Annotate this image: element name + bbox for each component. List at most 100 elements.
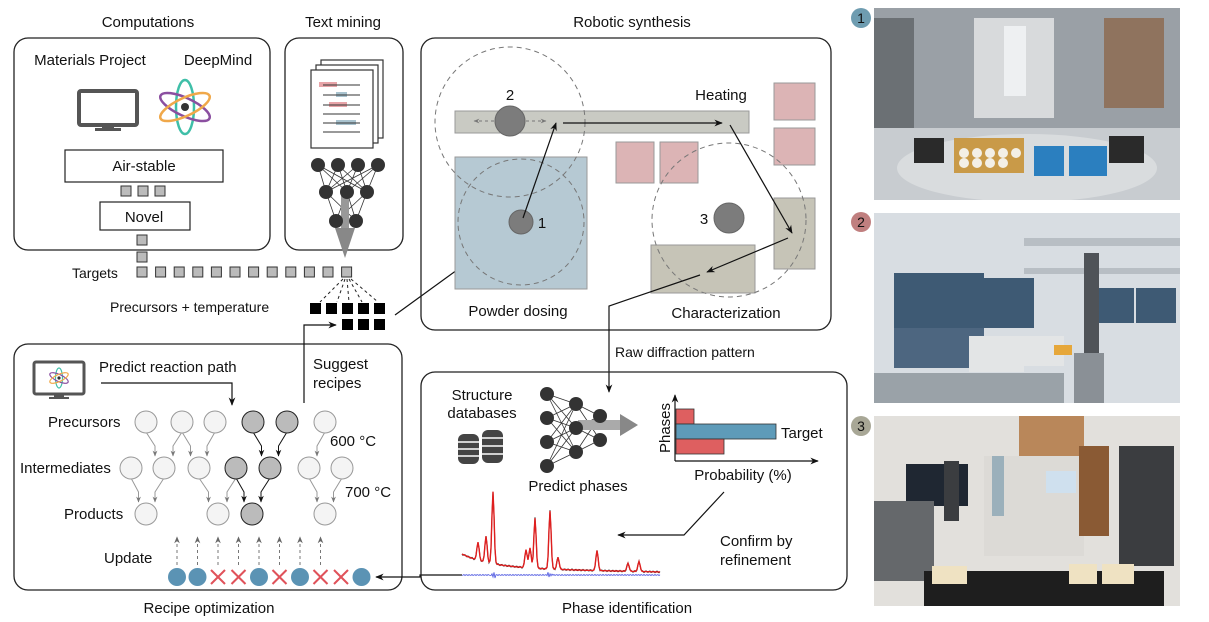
furnaces: [615, 82, 816, 184]
phase-probability-chart: Phases Probability (%) Target: [657, 394, 824, 484]
network-node: [593, 433, 607, 447]
predict-path-arrow: [101, 382, 236, 406]
targets-label: Targets: [72, 265, 118, 281]
suggest-recipes-arrow: [303, 321, 337, 403]
target-square: [266, 266, 278, 278]
precursor-fan-lines: [319, 278, 379, 303]
heating-photo: [874, 213, 1180, 403]
candidate-squares: [120, 185, 166, 197]
reaction-edge: [252, 431, 265, 457]
photo-characterization: [874, 416, 1180, 606]
phase-bar: [675, 423, 777, 440]
xrd-difference-line: [461, 572, 661, 579]
reaction-node: [330, 456, 354, 480]
network-node: [540, 435, 554, 449]
xrd-calculated-line: [461, 491, 660, 573]
network-node: [569, 397, 583, 411]
network-edge: [325, 164, 379, 193]
target-square: [303, 266, 315, 278]
failure-marker: [210, 569, 226, 585]
target-square: [341, 266, 353, 278]
reaction-node: [152, 456, 176, 480]
phases-axis-label: Phases: [657, 403, 674, 453]
failure-marker: [230, 569, 247, 585]
recipe-optimization-panel: [13, 343, 403, 591]
photo-1-badge-number: 1: [857, 10, 865, 26]
photo-3-badge-number: 3: [857, 418, 865, 434]
robot-2-label: 2: [506, 87, 514, 104]
robot-1-label: 1: [538, 215, 546, 232]
confirm-arrow: [617, 491, 725, 539]
reaction-node: [203, 410, 227, 434]
reaction-node: [170, 410, 194, 434]
failure-marker: [271, 569, 288, 585]
network-node: [349, 214, 363, 228]
characterization-instrument-1: [773, 197, 816, 270]
characterization-label: Characterization: [671, 305, 780, 322]
success-marker: [250, 568, 268, 586]
structure-label: Structure: [452, 387, 513, 404]
databases-label: databases: [447, 405, 516, 422]
network-node: [311, 158, 325, 172]
reaction-node: [313, 502, 337, 526]
characterization-photo: [874, 416, 1180, 606]
phase-bar: [675, 438, 725, 455]
reaction-tree: [119, 410, 354, 526]
network-node: [593, 409, 607, 423]
success-marker: [188, 568, 207, 586]
documents-icon: [310, 59, 384, 149]
target-square: [192, 266, 204, 278]
photo-2-badge-number: 2: [857, 214, 865, 230]
network-edge: [546, 427, 577, 467]
robotic-synthesis-title: Robotic synthesis: [573, 14, 691, 31]
text-mining-title: Text mining: [305, 14, 381, 31]
computations-panel: [13, 37, 271, 251]
monitor-icon: [77, 89, 139, 131]
recipe-blocks: [310, 303, 385, 330]
predict-reaction-path-label: Predict reaction path: [99, 359, 237, 376]
reaction-edge: [314, 431, 326, 457]
reaction-edge: [308, 477, 320, 503]
network-node: [569, 421, 583, 435]
simulation-monitor-icon: [32, 360, 86, 399]
suggest-label-1: Suggest: [313, 356, 369, 373]
network-node: [329, 214, 343, 228]
predict-phases-label: Predict phases: [528, 478, 627, 495]
computations-title: Computations: [102, 14, 195, 31]
reaction-edge: [204, 431, 216, 457]
reaction-node: [206, 502, 230, 526]
phase-bar: [675, 408, 695, 425]
powder-dosing-photo: [874, 8, 1180, 200]
target-square: [248, 266, 260, 278]
network-node: [540, 411, 554, 425]
reaction-edge: [181, 431, 193, 457]
robot-3: [713, 202, 745, 234]
network-node: [540, 387, 554, 401]
failure-stroke: [230, 569, 247, 585]
photo-2-badge: 2: [851, 212, 871, 232]
heating-label: Heating: [695, 87, 747, 104]
reaction-edge: [224, 477, 237, 503]
suggest-label-2: recipes: [313, 375, 361, 392]
reaction-node: [258, 456, 282, 480]
reaction-edge: [198, 477, 211, 503]
success-marker: [352, 568, 371, 586]
update-label: Update: [104, 550, 152, 567]
characterization-instrument-2: [650, 244, 756, 294]
recipe-optimization-title: Recipe optimization: [144, 600, 275, 617]
target-square: [210, 266, 222, 278]
xrd-refinement-plot: [461, 491, 661, 579]
target-square: [173, 266, 185, 278]
reaction-node: [134, 410, 158, 434]
powder-dosing-label: Powder dosing: [468, 303, 567, 320]
target-square: [229, 266, 241, 278]
probability-axis-label: Probability (%): [694, 467, 792, 484]
novel-label: Novel: [125, 209, 163, 226]
photo-1-badge: 1: [851, 8, 871, 28]
photo-heating: [874, 213, 1180, 403]
reaction-node: [297, 456, 321, 480]
success-marker: [168, 568, 186, 586]
target-square: [285, 266, 297, 278]
raw-diffraction-label: Raw diffraction pattern: [615, 344, 755, 360]
novel-filter: [99, 201, 191, 231]
